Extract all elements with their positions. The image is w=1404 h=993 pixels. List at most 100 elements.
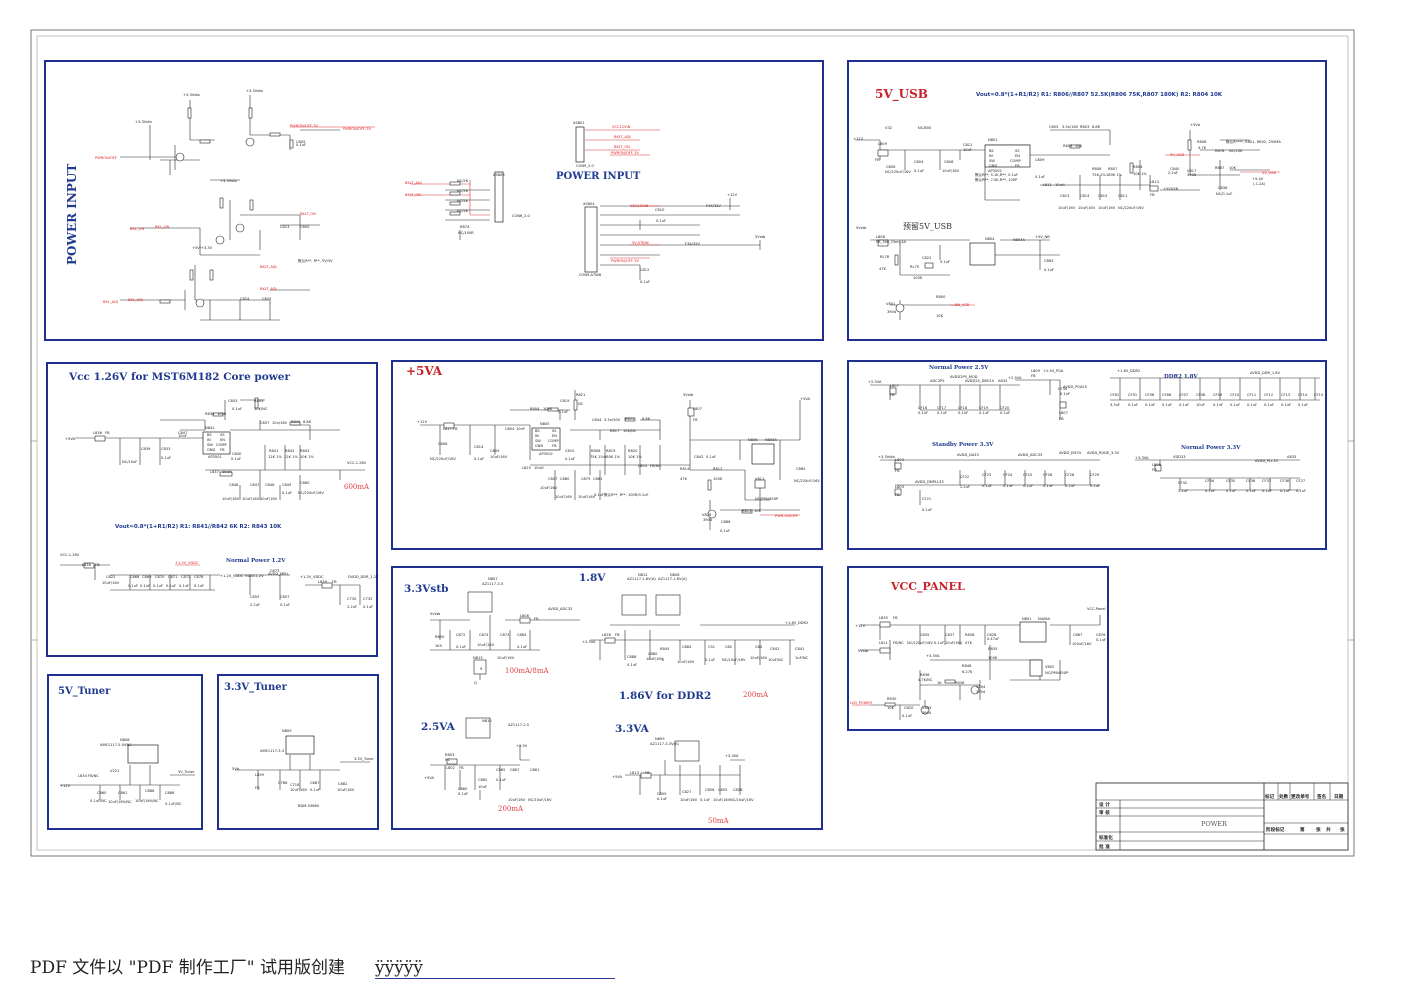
svg-text:R878: R878 [1215, 149, 1225, 153]
svg-text:10K: 10K [936, 314, 944, 318]
svg-text:C867: C867 [1073, 633, 1082, 637]
svg-text:0.1uF: 0.1uF [1065, 484, 1075, 488]
vcc-panel-title: VCC_PANEL [890, 580, 965, 594]
svg-text:VCC-1.26V: VCC-1.26V [347, 461, 367, 465]
chip-n809-33va [674, 740, 700, 762]
svg-text:L808: L808 [520, 614, 530, 618]
svg-text:FB: FB [693, 418, 698, 422]
svg-text:R874: R874 [460, 225, 470, 229]
svg-text:0.1uF: 0.1uF [914, 169, 924, 173]
svg-text:CF66: CF66 [1162, 393, 1172, 397]
tb-header-0: 标记 [1264, 793, 1275, 800]
svg-text:COMP: COMP [1010, 159, 1021, 163]
svg-text:2.2uF: 2.2uF [960, 485, 970, 489]
svg-text:10uF/16V/NC: 10uF/16V/NC [135, 799, 159, 803]
svg-text:CF38: CF38 [1280, 479, 1290, 483]
svg-text:AVDD_DA33: AVDD_DA33 [957, 453, 979, 457]
svg-text:0.1uF: 0.1uF [1246, 489, 1256, 493]
svg-text:C804: C804 [914, 160, 924, 164]
svg-text:C857: C857 [280, 595, 289, 599]
svg-text:XS801: XS801 [573, 121, 585, 125]
power-input-connector-label: POWER INPUT [556, 171, 641, 182]
svg-text:C808: C808 [944, 160, 954, 164]
svg-text:FB: FB [220, 448, 225, 452]
svg-text:5Vstb: 5Vstb [755, 235, 766, 239]
svg-text:C847: C847 [178, 431, 187, 435]
svg-text:EN_USB: EN_USB [955, 303, 970, 307]
svg-text:10K: 10K [1075, 144, 1083, 148]
svg-text:0.1uF: 0.1uF [720, 529, 730, 533]
svg-text:AVDD_ADC33: AVDD_ADC33 [1018, 453, 1042, 457]
svg-text:R845: R845 [660, 647, 669, 651]
svg-text:0.1uF: 0.1uF [140, 584, 150, 588]
v33a-current: 50mA [708, 817, 730, 825]
svg-text:CF11: CF11 [1247, 393, 1256, 397]
svg-text:L828: L828 [602, 633, 612, 637]
footer-tail: ÿÿÿÿÿ [374, 958, 615, 979]
svg-text:C810: C810 [655, 208, 665, 212]
tb-row-design: 设 计 [1099, 801, 1110, 808]
svg-text:CF35: CF35 [1226, 479, 1235, 483]
svg-text:+3.3VA: +3.3VA [926, 654, 940, 658]
svg-text:PWRON/OFF-3V: PWRON/OFF-3V [611, 151, 639, 155]
chip-n808-tuner [127, 744, 159, 764]
chip-n807-stb [467, 591, 493, 613]
svg-text:+1.8V_DDR2: +1.8V_DDR2 [1117, 369, 1140, 373]
svg-text:V811: V811 [755, 477, 764, 481]
svg-text:R819: R819 [606, 449, 616, 453]
svg-text:0.1uF/NC: 0.1uF/NC [165, 802, 182, 806]
tb-header-1: 处数 [1278, 793, 1289, 800]
svg-text:R850: R850 [435, 635, 445, 639]
ddr-ddr2-title: DDR2 1.8V [1164, 374, 1198, 380]
svg-text:10uF/NC: 10uF/NC [768, 658, 784, 662]
svg-text:COMP: COMP [548, 439, 559, 443]
svg-text:R836: R836 [955, 681, 965, 685]
svg-text:0.1uF: 0.1uF [934, 641, 944, 645]
svg-text:FB: FB [1015, 164, 1020, 168]
svg-text:2.2uF: 2.2uF [1178, 489, 1188, 493]
svg-text:AVDD2P5_MOD: AVDD2P5_MOD [950, 375, 978, 379]
svg-text:C804: C804 [505, 427, 515, 431]
svg-text:0.1uF: 0.1uF [565, 457, 575, 461]
svg-text:C861: C861 [530, 768, 539, 772]
svg-text:BKL_ON: BKL_ON [155, 225, 169, 229]
svg-text:F34/32V: F34/32V [706, 204, 721, 208]
svg-text:+3.3VA: +3.3VA [1135, 456, 1149, 460]
svg-text:NC/220uF/16V: NC/220uF/16V [298, 491, 324, 495]
svg-text:C870: C870 [155, 575, 165, 579]
svg-text:默认R**, 5.1K,R**, 0.1uF: 默认R**, 5.1K,R**, 0.1uF [975, 172, 1018, 177]
svg-text:C84: C84 [755, 645, 763, 649]
svg-text:R848: R848 [962, 664, 972, 668]
svg-text:C822: C822 [922, 256, 931, 260]
svg-text:默认R**, R**, 5V/3V: 默认R**, R**, 5V/3V [298, 258, 333, 263]
svg-text:FB: FB [1150, 193, 1155, 197]
svg-text:C860: C860 [300, 481, 310, 485]
svg-text:C730: C730 [347, 597, 357, 601]
svg-text:5V-STBIN: 5V-STBIN [632, 241, 649, 245]
svg-text:0.1uF: 0.1uF [128, 584, 138, 588]
svg-text:L825: L825 [522, 466, 531, 470]
svg-text:V804: V804 [976, 685, 986, 689]
vcc-panel-components: VCC-Panel +12V L835 FB 5Vstb L811 FB/NC … [850, 607, 1106, 718]
svg-text:CF20: CF20 [1000, 406, 1010, 410]
svg-text:AP3502: AP3502 [539, 452, 553, 456]
svg-text:CF19: CF19 [979, 406, 989, 410]
svg-text:CF17: CF17 [937, 406, 946, 410]
connector-xs801 [575, 126, 585, 163]
svg-text:NC/220uF/16V: NC/220uF/16V [885, 170, 911, 174]
svg-text:L835: L835 [879, 616, 888, 620]
svg-text:C809: C809 [1035, 158, 1045, 162]
tuner5v-chip: N808 [120, 738, 130, 742]
svg-text:5V_Tuner: 5V_Tuner [178, 770, 195, 774]
svg-text:默认R****, R801, R802, 250MA: 默认R****, R801, R802, 250MA [1226, 139, 1281, 144]
svg-text:0.1uF: 0.1uF [594, 493, 604, 497]
vcc-panel-net-lvd: LVD_POWER [850, 701, 872, 705]
svg-text:FB: FB [552, 444, 557, 448]
svg-text:1K: 1K [937, 681, 942, 685]
svg-text:C847: C847 [250, 483, 259, 487]
svg-text:N806A: N806A [765, 438, 778, 442]
svg-text:0.1uF: 0.1uF [458, 792, 468, 796]
